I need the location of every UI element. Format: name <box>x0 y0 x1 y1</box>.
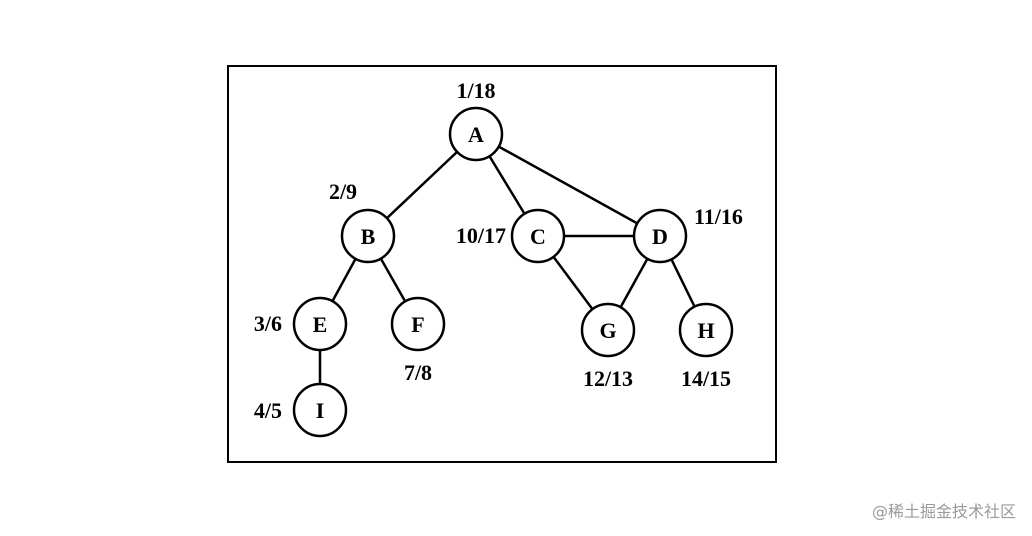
node-e: E <box>292 296 348 352</box>
node-circle-e <box>292 296 348 352</box>
node-label-g: G <box>599 318 616 343</box>
node-label-h: H <box>697 318 714 343</box>
watermark-text: @稀土掘金技术社区 <box>871 502 1016 521</box>
node-circle-c <box>510 208 566 264</box>
node-d: D <box>632 208 688 264</box>
time-labels-layer: 1/18 2/9 10/17 11/16 3/6 7/8 12/13 14/15 4/5 <box>254 78 743 423</box>
node-circle-g <box>580 302 636 358</box>
node-i: I <box>292 382 348 438</box>
node-c: C <box>510 208 566 264</box>
node-h: H <box>678 302 734 358</box>
node-circle-f <box>390 296 446 352</box>
time-label-i: 4/5 <box>254 398 282 423</box>
node-circle-b <box>340 208 396 264</box>
node-a: A <box>448 106 504 162</box>
time-label-c: 10/17 <box>456 223 506 248</box>
time-label-a: 1/18 <box>456 78 495 103</box>
node-g: G <box>580 302 636 358</box>
time-label-d: 11/16 <box>694 204 743 229</box>
node-b: B <box>340 208 396 264</box>
edges-layer <box>318 132 708 410</box>
time-label-b: 2/9 <box>329 179 357 204</box>
time-label-h: 14/15 <box>681 366 731 391</box>
edge-a-d <box>475 132 661 238</box>
node-label-b: B <box>361 224 376 249</box>
time-label-e: 3/6 <box>254 311 282 336</box>
node-label-f: F <box>411 312 424 337</box>
node-label-e: E <box>313 312 328 337</box>
diagram-frame <box>227 65 777 463</box>
node-label-c: C <box>530 224 546 249</box>
time-label-f: 7/8 <box>404 360 432 385</box>
time-label-g: 12/13 <box>583 366 633 391</box>
nodes-layer: A B C D E F G H I <box>292 106 734 438</box>
node-circle-d <box>632 208 688 264</box>
node-circle-a <box>448 106 504 162</box>
node-label-d: D <box>652 224 668 249</box>
node-circle-h <box>678 302 734 358</box>
node-circle-i <box>292 382 348 438</box>
node-f: F <box>390 296 446 352</box>
node-label-i: I <box>316 398 325 423</box>
node-label-a: A <box>468 122 484 147</box>
